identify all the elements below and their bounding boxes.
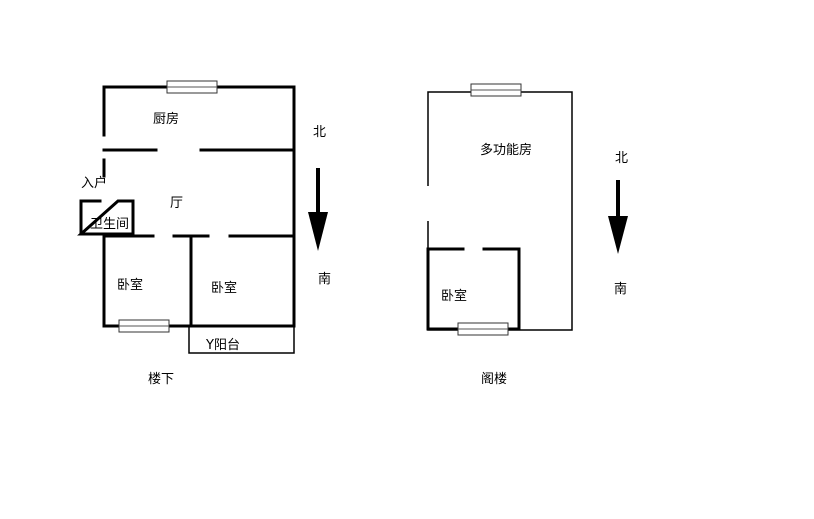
kitchen-label: 厨房	[153, 111, 179, 127]
north-label: 北	[313, 125, 326, 140]
balcony-wall	[188, 326, 295, 354]
attic-bedroom-label: 卧室	[441, 288, 467, 304]
attic-top-window	[470, 83, 522, 97]
bathroom-wall	[77, 199, 135, 236]
south-label: 南	[614, 281, 627, 297]
north-label: 北	[615, 151, 628, 166]
lower-compass: 北 南	[308, 125, 331, 287]
attic-bedroom-window	[457, 322, 509, 336]
hall-label: 厅	[170, 196, 183, 211]
bedroom-left-label: 卧室	[117, 277, 143, 293]
entrance-label: 入户	[81, 175, 107, 191]
lower-floor-caption: 楼下	[148, 372, 174, 387]
attic-compass: 北 南	[608, 151, 628, 297]
south-label: 南	[318, 271, 331, 287]
balcony-label: Y阳台	[205, 338, 240, 353]
bathroom-label: 卫生间	[90, 217, 129, 232]
multi-room-label: 多功能房	[480, 142, 532, 158]
south-arrow-icon	[608, 216, 628, 254]
kitchen-window	[166, 80, 218, 94]
bedroom-right-label: 卧室	[211, 280, 237, 296]
bedroom-window	[118, 319, 170, 333]
south-arrow-icon	[308, 212, 328, 251]
attic-caption: 阁楼	[481, 372, 507, 387]
lower-floor-plan: 厨房 入户 厅 卫生间 卧室 卧室 Y阳台 楼下	[77, 80, 296, 387]
attic-floor-plan: 多功能房 卧室 阁楼	[426, 83, 573, 387]
